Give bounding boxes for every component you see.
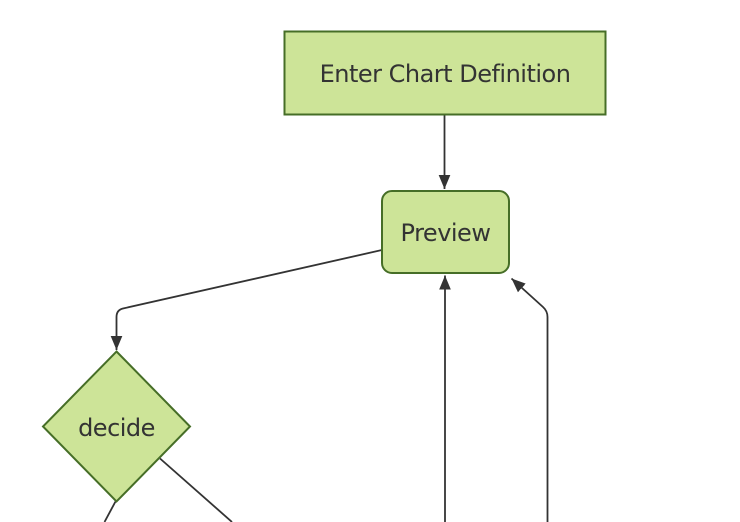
node-preview — [381, 190, 510, 274]
edge-decide-to-offscreen-left — [103, 501, 117, 522]
edge-decide-to-offscreen-mid — [159, 457, 233, 522]
node-enter-chart-definition — [283, 30, 607, 116]
edge-preview-to-decide — [110, 249, 383, 350]
node-preview-label: Preview — [401, 219, 491, 247]
edge-bottom-right-to-preview — [510, 277, 549, 522]
node-decide-label: decide — [78, 414, 155, 442]
node-decide — [41, 350, 192, 503]
node-enter-chart-definition-label: Enter Chart Definition — [320, 60, 571, 88]
